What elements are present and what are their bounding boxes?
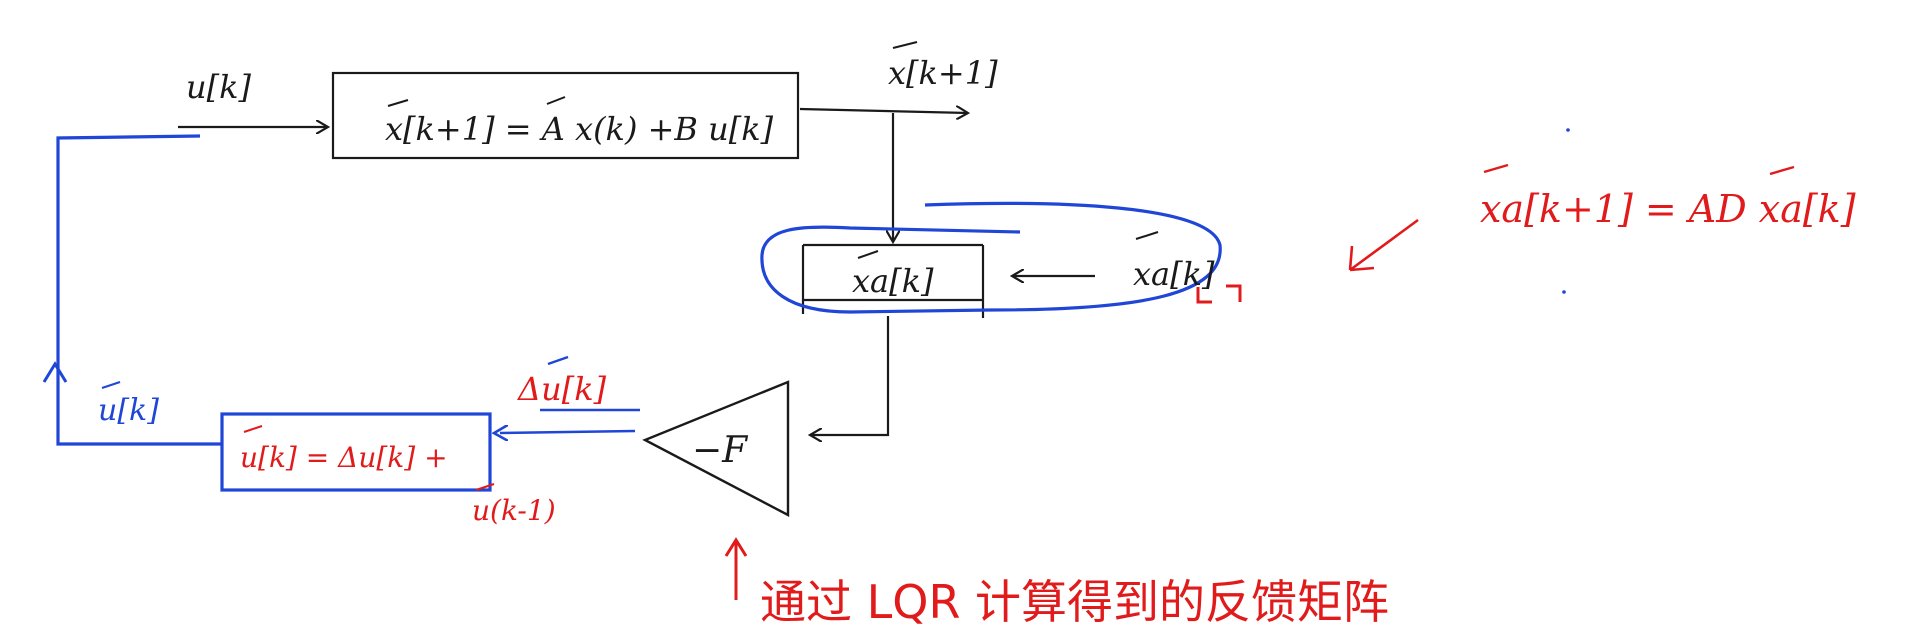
update-text-tail: u(k-1) [472,494,556,527]
augmented-equation: xa[k+1] = AD xa[k] [1480,187,1856,231]
output-x-label: x[k+1] [888,54,998,92]
state-equation-block: x[k+1] = A x(k) +B u[k] [331,71,800,160]
dot-mark [1566,128,1570,132]
gain-to-update-arrow [500,431,636,433]
augmented-state-box [801,243,985,318]
vector-arrow-icon [243,425,263,433]
pointer-arrow [1348,218,1419,272]
vector-arrow-icon [101,381,121,389]
vector-arrow-icon [1769,165,1795,176]
vector-arrow-icon [387,99,409,107]
augmented-state-text: xa[k] [852,262,934,300]
vector-arrow-icon [1483,163,1509,174]
vector-arrow-icon [857,250,879,259]
lqr-note: 通过 LQR 计算得到的反馈矩阵 [760,575,1389,629]
gain-triangle [642,380,790,517]
dot-mark [1562,290,1566,294]
update-text: u[k] = Δu[k] + [240,441,448,474]
augmented-highlight-loop [760,201,1222,314]
output-arrow [799,109,968,113]
vector-arrow-icon [1135,231,1159,240]
vector-arrow-icon [475,483,495,491]
augmented-to-gain-line [810,316,890,435]
vector-arrow-icon [892,41,918,49]
state-equation-text: x[k+1] = A x(k) +B u[k] [385,110,774,148]
augmented-state-block: xa[k] [801,243,985,318]
update-block: u[k] = Δu[k] + u(k-1) [220,412,556,527]
input-u-label: u[k] [186,68,251,106]
vector-arrow-icon [547,355,569,366]
delta-u-label: Δu[k] [516,370,607,408]
gain-block: −F [642,380,790,517]
update-box [220,412,492,492]
red-bracket-mark [1196,284,1242,304]
feedback-loop [56,134,222,446]
augmented-input-label: xa[k] [1133,255,1215,293]
note-up-arrow-icon [724,537,748,600]
feedback-up-arrow-icon [42,361,68,383]
state-equation-box [331,71,800,160]
vector-arrow-icon [546,96,566,105]
feedback-u-label: u[k] [98,393,159,428]
gain-text: −F [692,430,749,471]
